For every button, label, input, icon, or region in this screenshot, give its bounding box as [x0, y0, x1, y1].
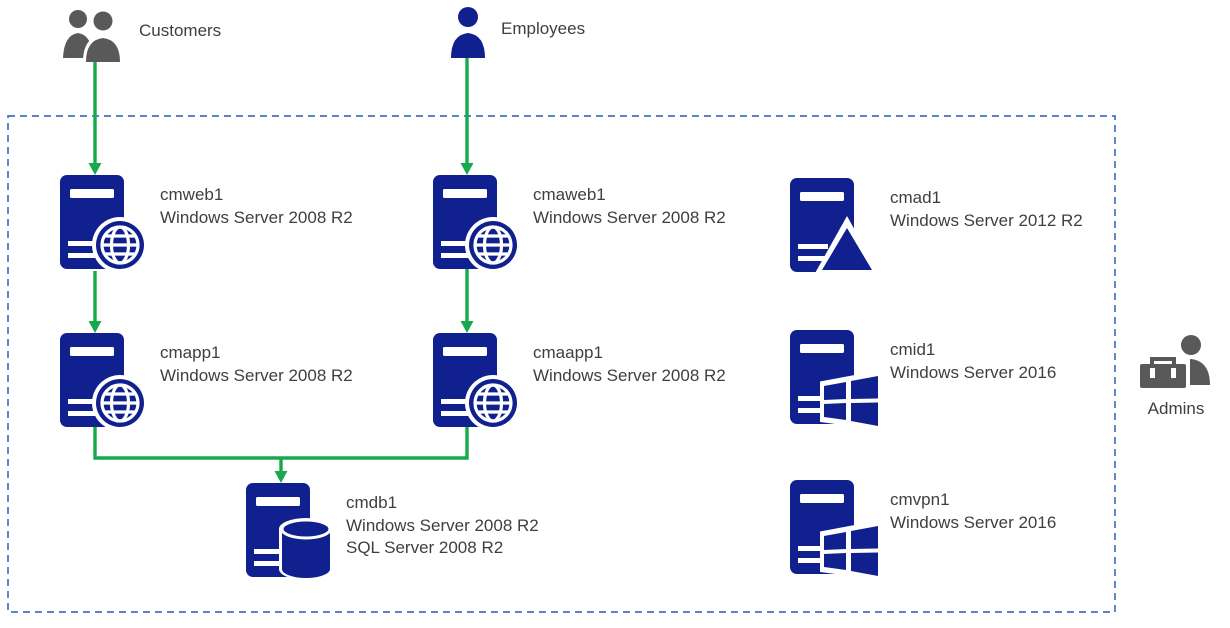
server-os: Windows Server 2016 [890, 362, 1057, 382]
server-os: Windows Server 2016 [890, 512, 1057, 532]
network-boundary [7, 115, 1116, 613]
server-name: cmad1 [890, 188, 942, 207]
actor-admins: Admins [1133, 333, 1219, 419]
server-node-cmad1: cmad1 Windows Server 2012 R2 [790, 178, 1083, 278]
server-database-icon [246, 483, 333, 580]
server-name: cmdb1 [346, 493, 398, 512]
server-name: cmaweb1 [533, 185, 606, 204]
server-os: Windows Server 2008 R2 [533, 207, 726, 227]
person-icon [451, 7, 485, 58]
server-name: cmid1 [890, 340, 936, 359]
server-node-cmdb1: cmdb1 Windows Server 2008 R2 SQL Server … [246, 483, 539, 583]
server-name: cmvpn1 [890, 490, 950, 509]
arrowheads [88, 163, 474, 483]
server-windows-icon [790, 330, 880, 430]
server-globe-icon [60, 175, 148, 273]
server-node-cmid1: cmid1 Windows Server 2016 [790, 330, 1056, 430]
actor-label-admins: Admins [1147, 399, 1205, 418]
actor-label-employees: Employees [501, 19, 586, 38]
server-os: Windows Server 2012 R2 [890, 210, 1083, 230]
server-globe-icon [433, 333, 521, 431]
server-node-cmapp1: cmapp1 Windows Server 2008 R2 [60, 333, 353, 433]
server-globe-icon [60, 333, 148, 431]
server-name: cmaapp1 [533, 343, 603, 362]
server-os: Windows Server 2008 R2 [160, 365, 353, 385]
server-os: Windows Server 2008 R2 [533, 365, 726, 385]
server-name: cmweb1 [160, 185, 224, 204]
server-node-cmaweb1: cmaweb1 Windows Server 2008 R2 [433, 175, 726, 275]
server-node-cmvpn1: cmvpn1 Windows Server 2016 [790, 480, 1056, 580]
server-globe-icon [433, 175, 521, 273]
server-os: Windows Server 2008 R2 [346, 515, 539, 535]
person-toolbox-icon [1136, 335, 1210, 391]
server-os: Windows Server 2008 R2 [160, 207, 353, 227]
server-triangle-icon [790, 178, 880, 275]
server-name: cmapp1 [160, 343, 221, 362]
server-node-cmweb1: cmweb1 Windows Server 2008 R2 [60, 175, 353, 275]
actor-label-customers: Customers [139, 21, 222, 40]
server-node-cmaapp1: cmaapp1 Windows Server 2008 R2 [433, 333, 726, 433]
actor-employees: Employees [449, 6, 585, 60]
server-os2: SQL Server 2008 R2 [346, 538, 504, 557]
server-windows-icon [790, 480, 880, 580]
actor-customers: Customers [63, 8, 221, 62]
people-icon [63, 8, 123, 62]
